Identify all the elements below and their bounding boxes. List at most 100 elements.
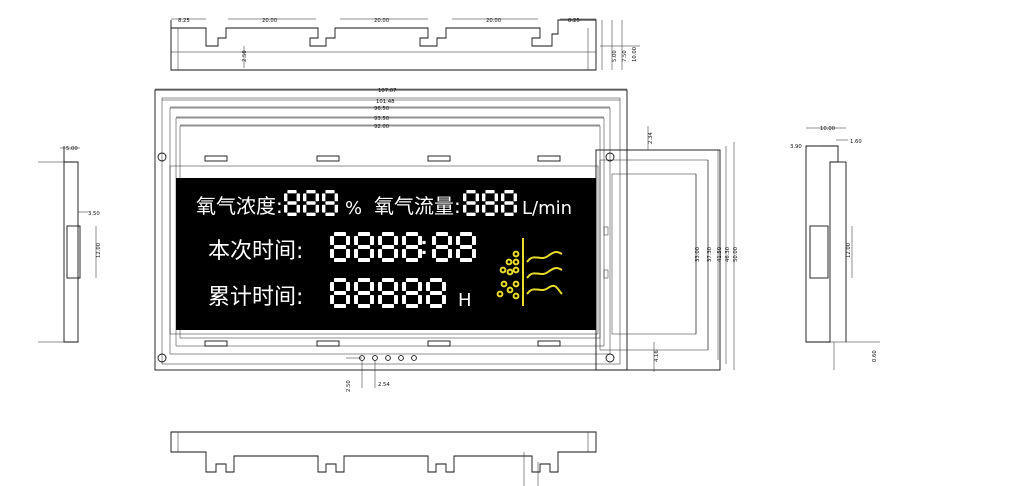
lcd-segment: [466, 212, 476, 216]
lcd-segment: [485, 201, 495, 205]
connector-pins: 2.50 2.54: [346, 355, 417, 392]
lcd-segment: [382, 304, 394, 308]
lcd-segment: [501, 204, 505, 213]
lcd-segment: [394, 295, 398, 304]
dim-left-pin: 3.50: [88, 211, 100, 217]
dim-front-h-b: 37.30: [707, 246, 713, 262]
lcd-segment: [325, 190, 335, 194]
lcd-segment: [354, 295, 358, 304]
lcd-segment: [482, 204, 486, 213]
lcd-segment: [354, 236, 358, 245]
lcd-segment: [330, 236, 334, 245]
lcd-digits-oxygen-concentration: [284, 190, 338, 216]
lcd-segment: [334, 245, 346, 249]
lcd-segment: [306, 212, 316, 216]
lcd-segment: [460, 258, 472, 262]
dim-front-h-d: 46.30: [725, 246, 731, 262]
lcd-segment: [494, 204, 498, 213]
lcd-segment: [287, 201, 297, 205]
dim-top-seg1: 20.00: [262, 18, 278, 24]
lcd-segment: [358, 304, 370, 308]
lcd-segment: [334, 258, 346, 262]
lcd-segment: [382, 291, 394, 295]
lcd-segment: [475, 204, 479, 213]
lcd-segment: [306, 201, 316, 205]
lcd-segment: [370, 282, 374, 291]
dim-right-window: 12.00: [846, 242, 852, 258]
dim-front-w2: 101.48: [376, 99, 395, 105]
lcd-segment: [436, 258, 448, 262]
lcd-segment: [406, 232, 418, 236]
lcd-segment: [418, 282, 422, 291]
lcd-segment: [370, 249, 374, 258]
dim-front-w1: 107.07: [378, 88, 397, 94]
lcd-digits-oxygen-flow: [463, 190, 517, 216]
lcd-segment: [354, 249, 358, 258]
dim-right-t: 1.60: [850, 139, 862, 145]
dim-pin-h: 2.50: [346, 380, 352, 392]
lcd-segment: [303, 204, 307, 213]
lcd-segment: [322, 204, 326, 213]
top-view: 8.25 20.00 20.00 20.00 8.25 2.50 5.00 7.…: [170, 18, 640, 71]
lcd-segment: [501, 193, 505, 202]
lcd-segment: [354, 282, 358, 291]
lcd-segment: [330, 249, 334, 258]
dim-front-w4: 93.50: [374, 116, 390, 122]
lcd-segment: [346, 295, 350, 304]
lcd-segment: [442, 282, 446, 291]
lcd-segment: [418, 295, 422, 304]
lcd-segment: [330, 295, 334, 304]
lcd-segment: [394, 236, 398, 245]
dim-right-off: 3.90: [790, 144, 802, 150]
lcd-segment: [334, 232, 346, 236]
dim-front-top-gap: 2.34: [648, 132, 654, 144]
lcd-segment: [513, 204, 517, 213]
lcd-segment: [456, 236, 460, 245]
dim-pin-pitch: 2.54: [378, 382, 390, 388]
lcd-segment: [382, 232, 394, 236]
dim-top-left: 8.25: [178, 18, 190, 24]
lcd-segment: [436, 232, 448, 236]
lcd-label-total-time: 累计时间:: [208, 285, 303, 310]
lcd-segment: [482, 193, 486, 202]
lcd-segment: [485, 212, 495, 216]
lcd-segment: [378, 295, 382, 304]
lcd-segment: [378, 249, 382, 258]
lcd-unit-percent: %: [345, 198, 362, 219]
lcd-segment: [466, 201, 476, 205]
dim-top-seg2: 20.00: [374, 18, 390, 24]
lcd-segment: [402, 249, 406, 258]
front-view: 33.00 37.30 41.50 46.30 50.00 2.34 4.16 …: [154, 88, 739, 392]
dim-front-h-a: 33.00: [695, 246, 701, 262]
dim-front-h-c: 41.50: [717, 246, 723, 262]
lcd-segment: [402, 295, 406, 304]
bottom-view: [170, 431, 597, 486]
lcd-segment: [394, 282, 398, 291]
lcd-segment: [370, 295, 374, 304]
dim-front-h-e: 50.00: [733, 246, 739, 262]
lcd-segment: [358, 291, 370, 295]
lcd-segment: [358, 245, 370, 249]
lcd-colon-dot: [422, 240, 426, 245]
lcd-segment: [287, 190, 297, 194]
dim-left-window: 12.00: [96, 242, 102, 258]
lcd-segment: [306, 190, 316, 194]
dim-front-bottom-gap: 4.16: [654, 350, 660, 362]
lcd-colon-dot: [422, 250, 426, 254]
lcd-segment: [402, 282, 406, 291]
lcd-segment: [322, 193, 326, 202]
lcd-segment: [513, 193, 517, 202]
lcd-label-oxygen-concentration: 氧气浓度:: [196, 194, 283, 218]
lcd-segment: [402, 236, 406, 245]
lcd-segment: [315, 193, 319, 202]
lcd-segment: [406, 278, 418, 282]
lcd-segment: [463, 193, 467, 202]
lcd-segment: [296, 193, 300, 202]
lcd-segment: [442, 295, 446, 304]
lcd-segment: [346, 249, 350, 258]
lcd-segment: [370, 236, 374, 245]
lcd-segment: [432, 249, 436, 258]
lcd-segment: [466, 190, 476, 194]
lcd-segment: [448, 249, 452, 258]
